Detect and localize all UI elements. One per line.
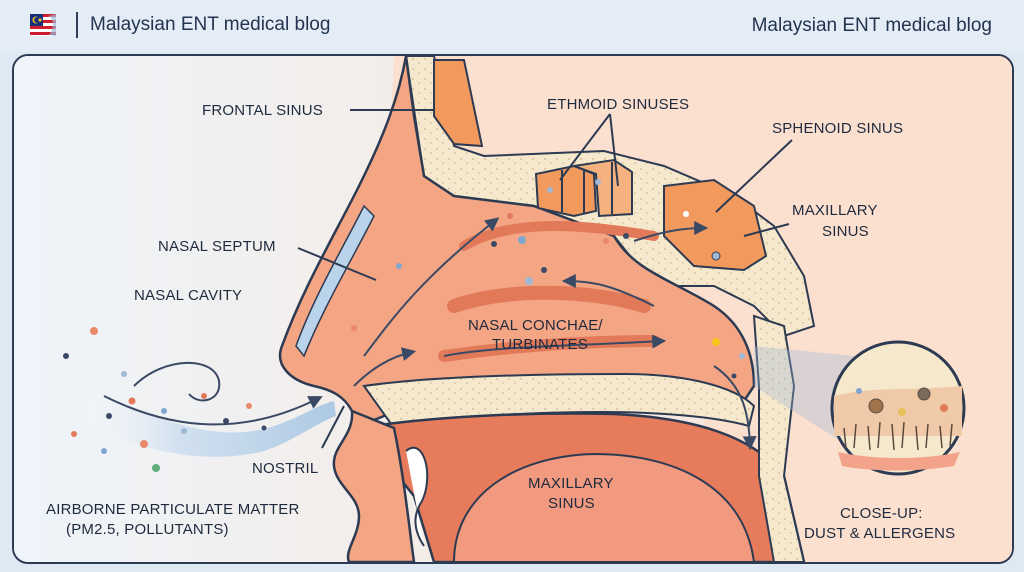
- label-maxillary-top-2: SINUS: [822, 223, 869, 240]
- label-nostril: NOSTRIL: [252, 460, 318, 477]
- blog-header: Malaysian ENT medical blog Malaysian ENT…: [0, 0, 1024, 52]
- label-maxillary-bottom-2: SINUS: [548, 495, 595, 512]
- label-closeup-2: DUST & ALLERGENS: [804, 525, 955, 542]
- particles: [63, 213, 745, 472]
- brand-left[interactable]: Malaysian ENT medical blog: [30, 12, 330, 38]
- label-frontal-sinus: FRONTAL SINUS: [202, 102, 323, 119]
- label-maxillary-bottom-1: MAXILLARY: [528, 475, 614, 492]
- label-ethmoid-sinuses: ETHMOID SINUSES: [547, 96, 689, 113]
- closeup-magnifier: [830, 340, 966, 476]
- frontal-sinus: [433, 59, 484, 148]
- maxillary-sinus-lower: [452, 452, 756, 562]
- nasal-anatomy-diagram: FRONTAL SINUS ETHMOID SINUSES SPHENOID S…: [14, 56, 1012, 562]
- header-divider: [76, 12, 78, 38]
- airflow-arrow-outside: [103, 395, 323, 426]
- sphenoid-sinus: [663, 178, 768, 272]
- malaysia-flag-icon: [30, 12, 56, 38]
- label-nasal-conchae-2: TURBINATES: [492, 336, 588, 353]
- nasal-septum-cartilage: [295, 204, 375, 358]
- leader-lines: [297, 109, 793, 449]
- label-nasal-conchae-1: NASAL CONCHAE/: [468, 317, 603, 334]
- label-closeup-1: CLOSE-UP:: [840, 505, 923, 522]
- label-maxillary-top-1: MAXILLARY: [792, 202, 878, 219]
- lips: [332, 409, 416, 562]
- label-nasal-septum: NASAL SEPTUM: [158, 238, 276, 255]
- label-nasal-cavity: NASAL CAVITY: [134, 287, 242, 304]
- label-airborne-1: AIRBORNE PARTICULATE MATTER: [46, 501, 300, 518]
- brand-right-text[interactable]: Malaysian ENT medical blog: [751, 15, 992, 36]
- brand-left-text: Malaysian ENT medical blog: [90, 14, 331, 35]
- diagram-panel: FRONTAL SINUS ETHMOID SINUSES SPHENOID S…: [12, 54, 1014, 564]
- airflow-stream: [74, 386, 336, 457]
- label-sphenoid-sinus: SPHENOID SINUS: [772, 120, 903, 137]
- airflow-swirl: [133, 361, 221, 402]
- internal-airflow-arrows: [353, 217, 757, 451]
- teeth: [405, 447, 429, 547]
- label-airborne-2: (PM2.5, POLLUTANTS): [66, 521, 229, 538]
- pharynx-bone: [752, 314, 806, 562]
